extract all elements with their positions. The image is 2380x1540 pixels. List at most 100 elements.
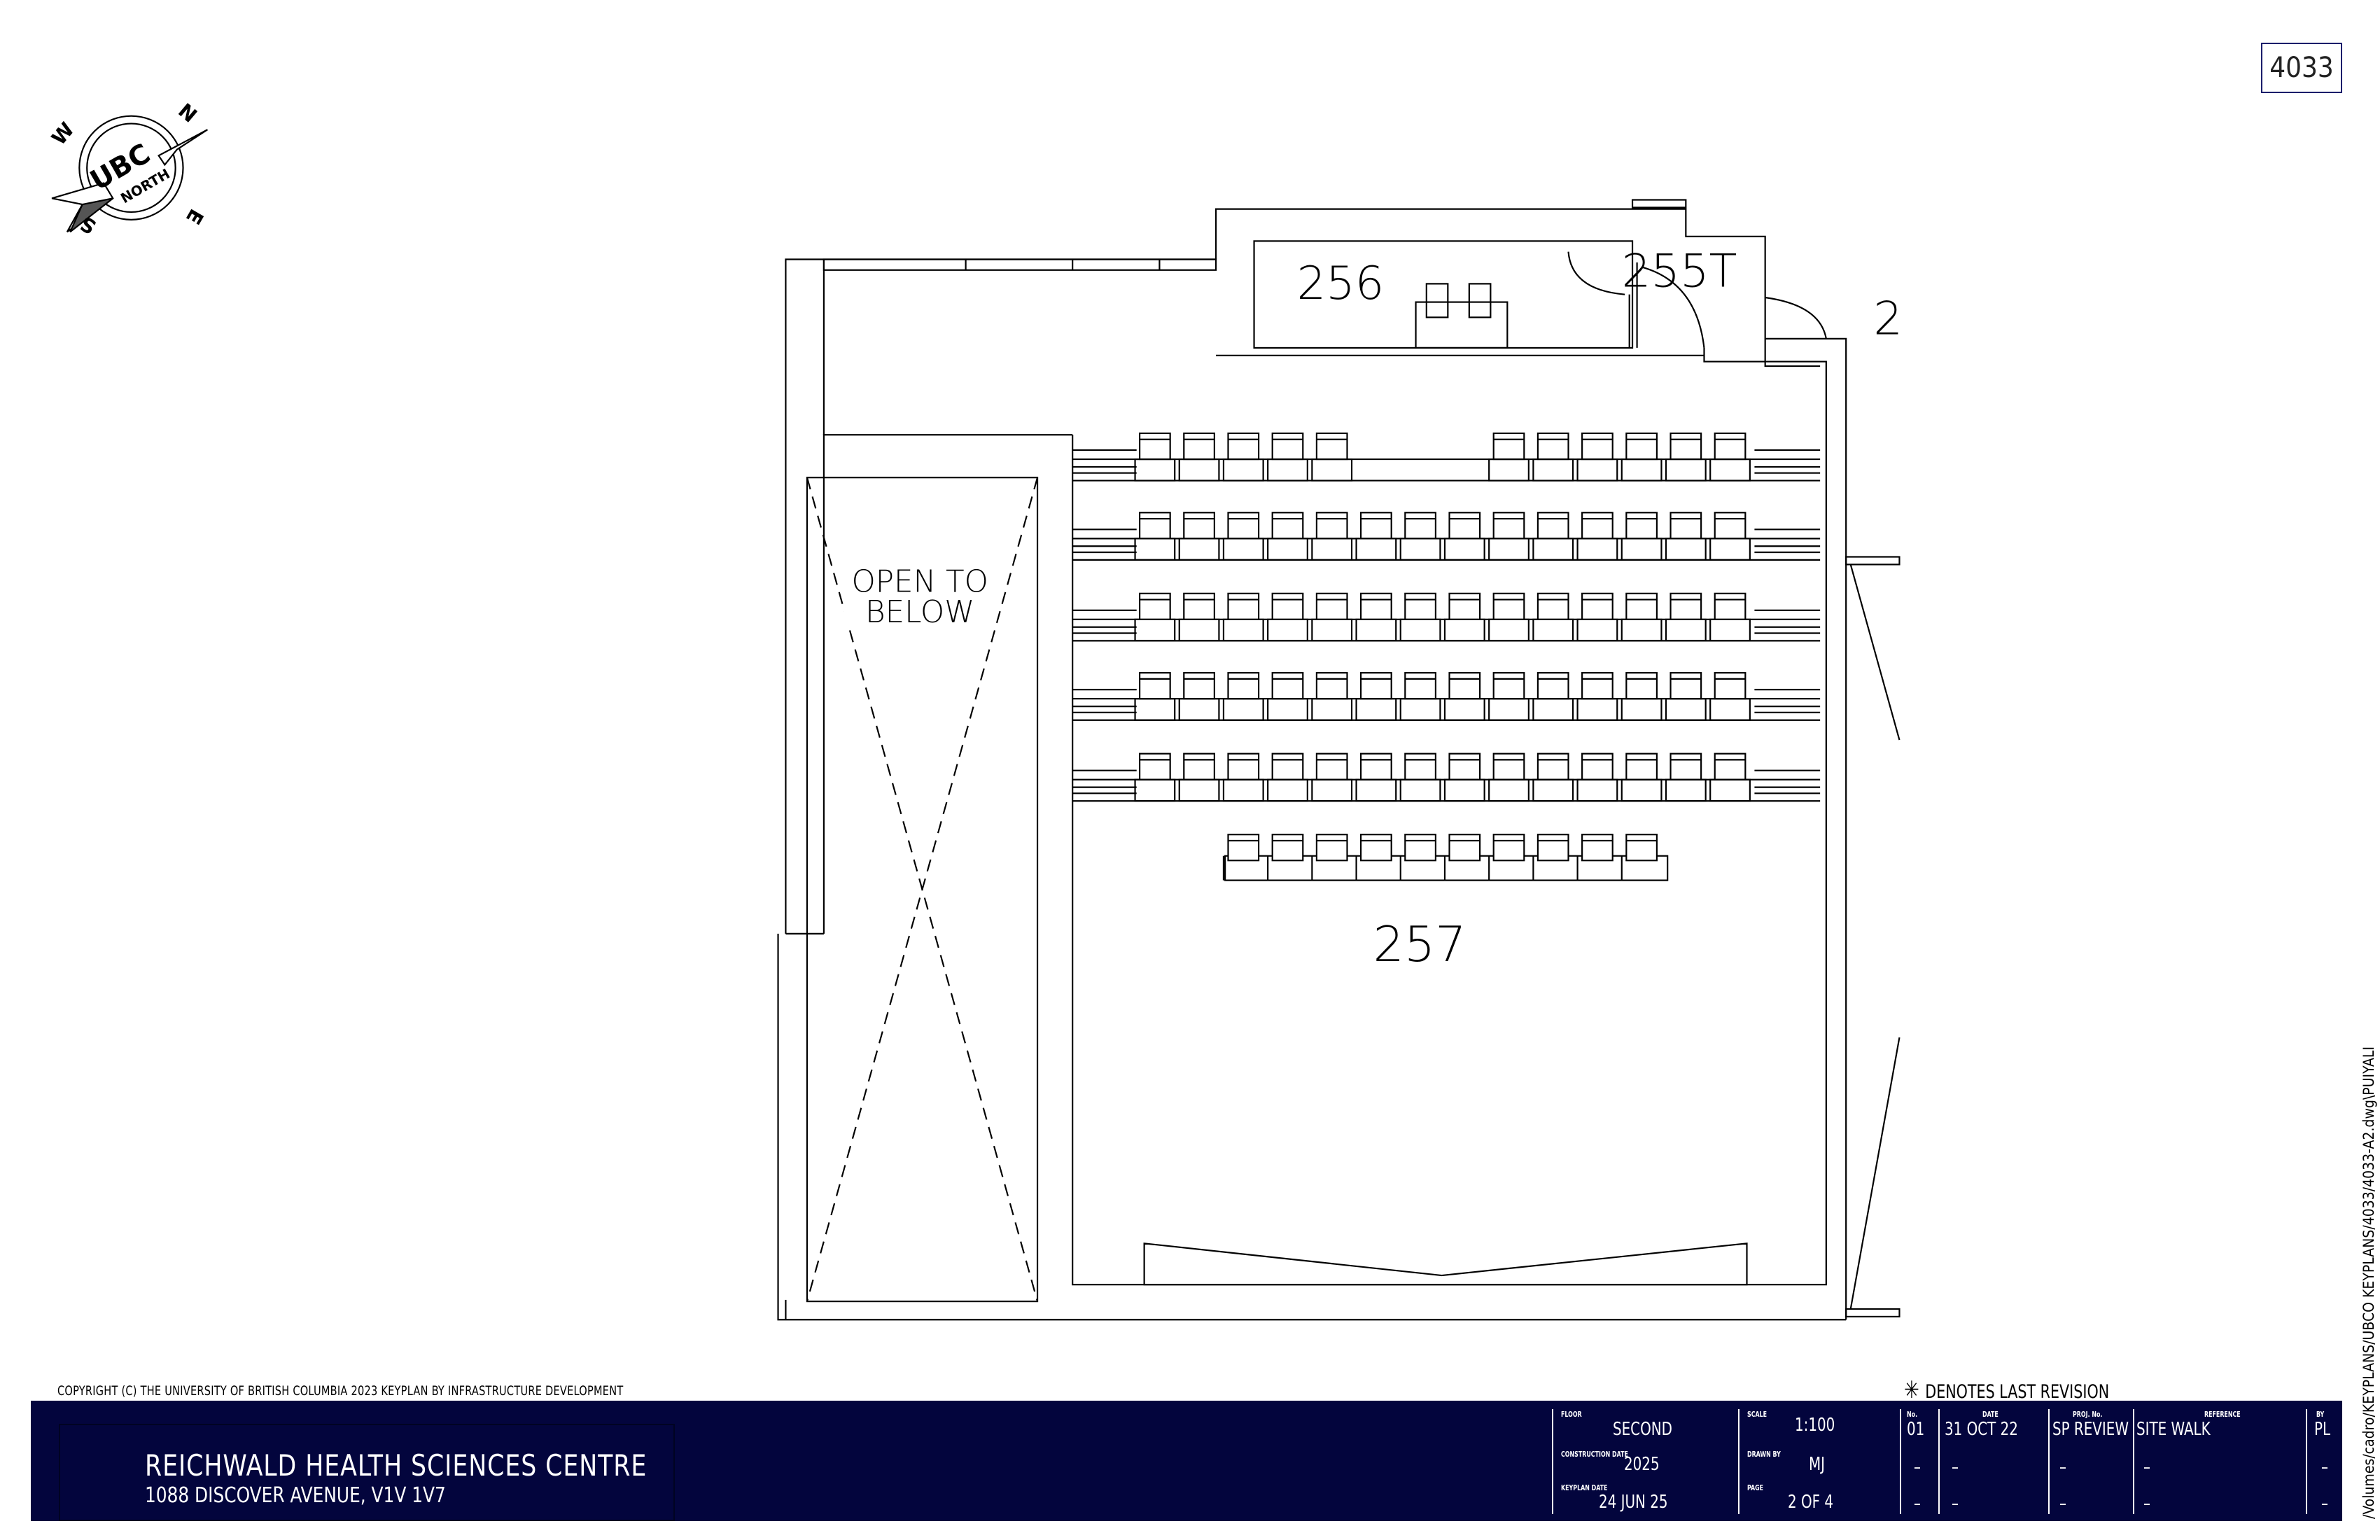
chair xyxy=(1271,672,1304,700)
compass-inner-ring xyxy=(86,122,176,214)
desk-segment xyxy=(1709,538,1751,561)
scale-value: 1:100 xyxy=(1795,1415,1835,1436)
desk-segment xyxy=(1488,538,1530,561)
chair xyxy=(1581,672,1614,700)
desk-segment xyxy=(1532,778,1574,802)
chair xyxy=(1404,752,1436,780)
chair xyxy=(1714,592,1746,620)
chair xyxy=(1227,834,1260,862)
chair xyxy=(1670,752,1702,780)
keyplan-date-label: KEYPLAN DATE xyxy=(1561,1483,1608,1492)
chair xyxy=(1227,752,1260,780)
desk-segment xyxy=(1443,698,1485,721)
chair xyxy=(1625,512,1658,540)
construction-date-value: 2025 xyxy=(1624,1454,1660,1475)
desk-segment xyxy=(1443,538,1485,561)
desk-segment xyxy=(1311,778,1353,802)
chair xyxy=(1536,672,1569,700)
desk-segment xyxy=(1222,698,1264,721)
walls xyxy=(777,199,1900,1321)
desk-segment xyxy=(1222,618,1264,642)
chair xyxy=(1581,432,1614,461)
chair xyxy=(1138,672,1171,700)
revision-proj-cell: SP REVIEW xyxy=(2052,1419,2129,1440)
desk-segment xyxy=(1488,778,1530,802)
desk-segment xyxy=(1665,778,1707,802)
desk-segment xyxy=(1443,618,1485,642)
desk-segment xyxy=(1178,698,1220,721)
chair xyxy=(1492,672,1525,700)
desk-segment xyxy=(1222,778,1264,802)
chair xyxy=(1404,512,1436,540)
revision-no-cell: 01 xyxy=(1907,1419,1925,1440)
desk-segment xyxy=(1399,618,1441,642)
chair xyxy=(1183,672,1215,700)
building-name: REICHWALD HEALTH SCIENCES CENTRE xyxy=(145,1448,648,1483)
chair xyxy=(1315,512,1348,540)
desk-segment xyxy=(1665,538,1707,561)
desk-segment xyxy=(1532,618,1574,642)
chair xyxy=(1404,834,1436,862)
revision-proj-cell: – xyxy=(2059,1493,2066,1514)
chair xyxy=(1581,752,1614,780)
compass-e: E xyxy=(181,205,208,228)
rev-proj-header: PROJ. No. xyxy=(2073,1410,2103,1419)
chair xyxy=(1492,432,1525,461)
chair xyxy=(1404,592,1436,620)
desk-segment xyxy=(1311,698,1353,721)
desk-segment xyxy=(1620,618,1662,642)
desk-segment xyxy=(1709,618,1751,642)
asterisk-icon: ✳ xyxy=(1904,1376,1919,1404)
revision-by-cell: PL xyxy=(2314,1419,2331,1440)
chair xyxy=(1360,752,1392,780)
desk-segment xyxy=(1576,778,1618,802)
chair xyxy=(1492,834,1525,862)
desk-segment xyxy=(1355,618,1397,642)
chair xyxy=(1183,432,1215,461)
room-label-2: 2 xyxy=(1873,292,1903,345)
chair xyxy=(1492,592,1525,620)
open-to-below-label: OPEN TO xyxy=(851,565,988,600)
chair xyxy=(1227,592,1260,620)
chair xyxy=(1271,512,1304,540)
rev-no-header: No. xyxy=(1907,1410,1918,1419)
chair xyxy=(1227,672,1260,700)
chair xyxy=(1360,512,1392,540)
chair xyxy=(1138,512,1171,540)
chair xyxy=(1138,432,1171,461)
chair xyxy=(1536,834,1569,862)
chair xyxy=(1625,672,1658,700)
desk-segment xyxy=(1709,698,1751,721)
desk-segment xyxy=(1134,538,1176,561)
chair xyxy=(1536,592,1569,620)
desk-segment xyxy=(1355,698,1397,721)
desk-segment xyxy=(1267,458,1308,482)
chair xyxy=(1670,592,1702,620)
chair xyxy=(1315,672,1348,700)
desk-segment xyxy=(1134,458,1176,482)
desk-segment xyxy=(1532,698,1574,721)
drawn-by-value: MJ xyxy=(1809,1454,1826,1475)
file-path: /Volumes/cadro/KEYPLANS/UBCO KEYPLANS/40… xyxy=(2360,1046,2377,1519)
desk-segment xyxy=(1665,618,1707,642)
floor-value: SECOND xyxy=(1613,1419,1672,1440)
chair xyxy=(1714,672,1746,700)
desk-segment xyxy=(1178,458,1220,482)
chair xyxy=(1714,432,1746,461)
chair xyxy=(1536,432,1569,461)
desk-segment xyxy=(1134,778,1176,802)
desk-segment xyxy=(1488,458,1530,482)
chair xyxy=(1271,592,1304,620)
desk-segment xyxy=(1267,698,1308,721)
scale-label: SCALE xyxy=(1747,1410,1768,1419)
desk-segment xyxy=(1178,618,1220,642)
revision-date-cell: 31 OCT 22 xyxy=(1945,1419,2018,1440)
desk-segment xyxy=(1311,618,1353,642)
desk-segment xyxy=(1709,778,1751,802)
chair xyxy=(1315,752,1348,780)
chair xyxy=(1183,512,1215,540)
desk-segment xyxy=(1488,698,1530,721)
chair xyxy=(1670,672,1702,700)
desk-segment xyxy=(1620,458,1662,482)
